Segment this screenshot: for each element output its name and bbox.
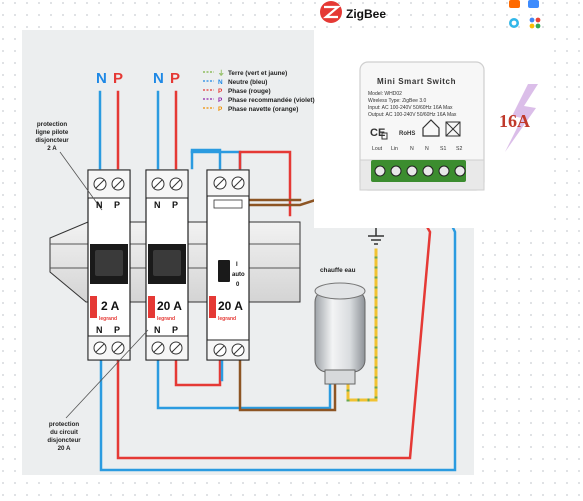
note-top-line-2: ligne pilote [36,129,69,136]
water-heater-label: chauffe eau [320,267,356,274]
contactor-mode-1: I [236,262,238,268]
rating-badge [505,84,538,152]
breaker-2a-brand: legrand [99,316,117,322]
note-bottom-leader [65,329,149,419]
note-top-line-4: 2 A [47,145,57,152]
module-input: Input: AC 100-240V 50/60Hz 16A Max [368,105,453,111]
module-terminal-lin: Lin [391,146,398,152]
legend-symbol-phase-shuttle: P [218,106,223,113]
breaker-2a-bot-n: N [96,325,103,335]
tuya-app-icon [509,0,520,8]
breaker-20a-bot-p: P [172,325,178,335]
module-terminal-lout: Lout [372,146,383,152]
note-bottom-line-3: disjoncteur [47,437,81,444]
legend-text-phase-recommended: Phase recommandée (violet) [228,97,315,104]
note-bottom-line-1: protection [49,421,79,428]
rating-badge-text: 16A [499,111,530,131]
contactor-mode-0: 0 [236,282,240,288]
module-terminal-s1: S1 [440,146,446,152]
water-heater [314,282,366,385]
legend-text-phase-shuttle: Phase navette (orange) [228,106,298,113]
contactor-rating: 20 A [218,299,243,313]
contactor-mode-auto: auto [232,272,245,278]
module-wireless: Wireless Type: ZigBee 3.0 [368,98,426,104]
output-wire-heater [238,353,337,412]
breaker-2a [87,169,131,361]
legend: ⏚ Terre (vert et jaune) N Neutre (bleu) … [203,69,315,113]
legend-symbol-phase-recommended: P [218,97,223,104]
column-label-left-p: P [113,70,123,87]
alexa-icon [509,18,519,28]
legend-text-neutral: Neutre (bleu) [228,79,267,86]
breaker-20a-top-n: N [154,200,161,210]
module-model: Model: WHD02 [368,91,402,97]
legend-symbol-earth: ⏚ [218,69,224,77]
note-top-leader [59,151,103,211]
module-terminal-n2: N [425,146,429,152]
smart-switch-module [359,61,485,191]
breaker-20a-brand: legrand [157,316,175,322]
note-pilot-protection: protection ligne pilote disjoncteur 2 A [35,121,69,152]
column-label-mid-p: P [170,70,180,87]
breaker-20a-rating: 20 A [157,299,182,313]
module-output: Output: AC 100-240V 50/60Hz 16A Max [368,112,457,118]
breaker-20a [145,169,189,361]
contactor-brand: legrand [218,316,236,322]
module-cert-ce: CE [370,127,385,139]
note-top-line-1: protection [37,121,67,128]
zigbee-wordmark: ZigBee [346,7,386,21]
zigbee-logo-icon [320,1,342,23]
module-title: Mini Smart Switch [377,77,456,86]
contactor-20a [206,169,250,361]
legend-text-earth: Terre (vert et jaune) [228,70,287,77]
google-assistant-icon [529,17,541,29]
column-label-mid-n: N [153,70,164,87]
note-circuit-protection: protection du circuit disjoncteur 20 A [47,421,81,452]
earth-ground-icon [368,226,384,245]
legend-text-phase: Phase (rouge) [228,88,271,95]
breaker-2a-bot-p: P [114,325,120,335]
smart-life-app-icon [528,0,539,8]
breaker-2a-rating: 2 A [101,299,120,313]
note-bottom-line-2: du circuit [50,429,78,436]
module-terminal-n1: N [410,146,414,152]
legend-symbol-neutral: N [218,79,223,86]
legend-symbol-phase: P [218,88,223,95]
breaker-20a-bot-n: N [154,325,161,335]
neutral-wire-contactor-top [190,148,222,170]
note-top-line-3: disjoncteur [35,137,69,144]
breaker-2a-top-n: N [96,200,103,210]
module-terminal-s2: S2 [456,146,462,152]
breaker-2a-top-p: P [114,200,120,210]
module-cert-rohs: RoHS [399,131,415,137]
phase-wire-contactor-top [238,150,292,217]
note-bottom-line-4: 20 A [58,445,71,452]
neutral-wire-heater [156,350,332,410]
column-label-left-n: N [96,70,107,87]
breaker-20a-top-p: P [172,200,178,210]
